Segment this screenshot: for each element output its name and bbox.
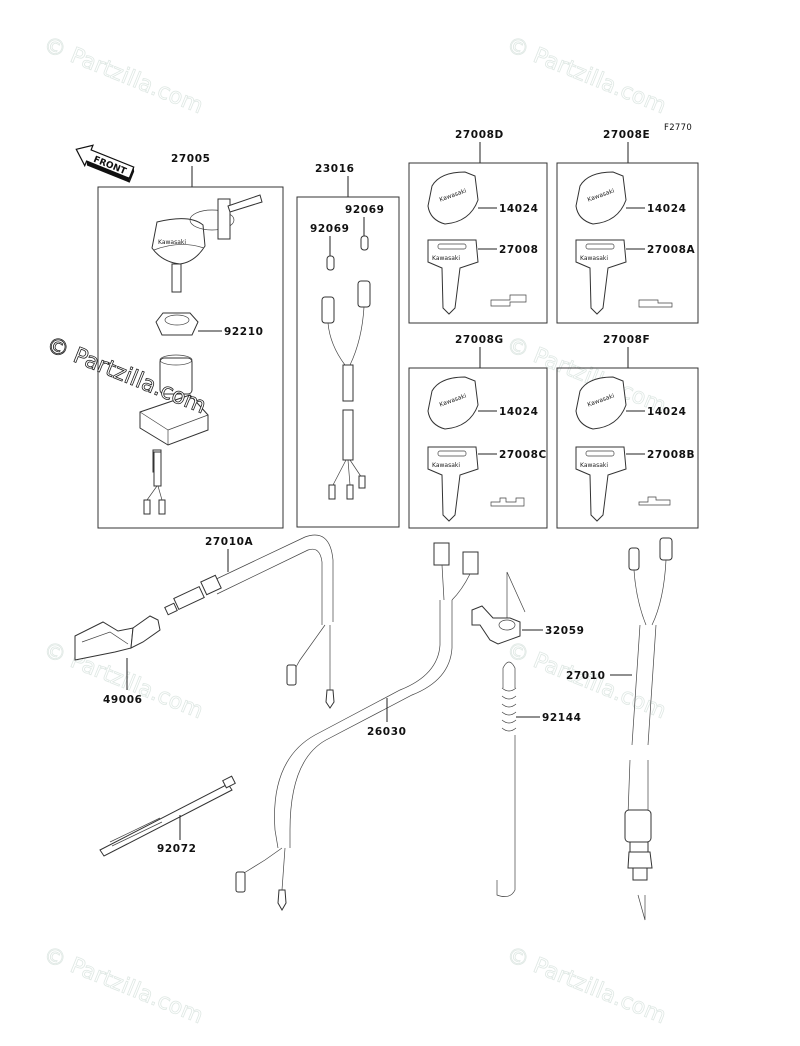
harness-26030-icon (235, 542, 479, 912)
stop-switch-cable-27010A-icon (164, 534, 335, 709)
callout-27010[interactable]: 27010 (566, 670, 606, 682)
key-blank-27008B-icon: Kawasaki (575, 446, 627, 522)
callout-92210[interactable]: 92210 (224, 326, 264, 338)
part-group-27008D: 27008D Kawasaki 14024 Kawasaki 27008 (408, 129, 548, 324)
key-head-14024-icon: Kawasaki (427, 171, 479, 225)
part-group-23016: 23016 92069 92069 (296, 163, 400, 528)
callout-27005[interactable]: 27005 (171, 153, 211, 165)
callout-27008D[interactable]: 27008D (455, 129, 504, 141)
part-group-27010A: 27010A 49006 (74, 534, 335, 709)
part-group-27008F: 27008F Kawasaki 14024 Kawasaki 27008B (556, 334, 699, 529)
callout-27008F[interactable]: 27008F (603, 334, 650, 346)
part-group-32059: 32059 (471, 571, 585, 645)
callout-14024-g[interactable]: 14024 (499, 406, 539, 418)
callout-14024-e[interactable]: 14024 (647, 203, 687, 215)
part-group-27008E: 27008E Kawasaki 14024 Kawasaki 27008A (556, 129, 699, 324)
svg-text:Kawasaki: Kawasaki (432, 255, 460, 262)
callout-92069-upper[interactable]: 92069 (345, 204, 385, 216)
callout-32059[interactable]: 32059 (545, 625, 585, 637)
spring-92144-icon (496, 661, 517, 897)
key-head-14024-icon: Kawasaki (427, 376, 479, 430)
sub-harness-23016-icon (321, 280, 371, 500)
part-group-27010: 27010 (566, 537, 673, 921)
svg-text:Kawasaki: Kawasaki (432, 462, 460, 469)
watermark: © Partzilla.com (40, 942, 207, 1029)
callout-14024-f[interactable]: 14024 (647, 406, 687, 418)
brand-label: Kawasaki (158, 239, 186, 246)
callout-27008[interactable]: 27008 (499, 244, 539, 256)
stop-switch-27010-icon (624, 537, 673, 921)
cap-49006-icon (74, 615, 161, 661)
part-group-26030: 26030 (235, 542, 479, 912)
callout-27008A[interactable]: 27008A (647, 244, 696, 256)
part-group-27008G: 27008G Kawasaki 14024 Kawasaki 27008C (408, 334, 548, 529)
watermark: © Partzilla.com (503, 32, 670, 119)
callout-27008E[interactable]: 27008E (603, 129, 650, 141)
key-blank-27008-icon: Kawasaki (427, 239, 479, 315)
front-arrow-icon: FRONT (75, 144, 135, 183)
key-blank-27008C-icon: Kawasaki (427, 446, 479, 522)
callout-27010A[interactable]: 27010A (205, 536, 254, 548)
figure-code: F2770 (664, 123, 692, 133)
callout-92069-lower[interactable]: 92069 (310, 223, 350, 235)
key-blank-27008A-icon: Kawasaki (575, 239, 627, 315)
callout-27008G[interactable]: 27008G (455, 334, 504, 346)
watermark: © Partzilla.com (40, 32, 207, 119)
part-group-92144: 92144 (496, 661, 582, 897)
callout-92072[interactable]: 92072 (157, 843, 197, 855)
callout-49006[interactable]: 49006 (103, 694, 143, 706)
key-head-14024-icon: Kawasaki (575, 376, 627, 430)
callout-26030[interactable]: 26030 (367, 726, 407, 738)
callout-27008B[interactable]: 27008B (647, 449, 695, 461)
callout-92144[interactable]: 92144 (542, 712, 582, 724)
part-group-27005: 27005 Kawasaki 92210 (97, 153, 284, 529)
callout-14024-d[interactable]: 14024 (499, 203, 539, 215)
key-head-14024-icon: Kawasaki (575, 171, 627, 225)
watermarks: © Partzilla.com © Partzilla.com © Partzi… (39, 32, 670, 1030)
callout-27008C[interactable]: 27008C (499, 449, 547, 461)
svg-text:Kawasaki: Kawasaki (580, 462, 608, 469)
ignition-switch-icon (139, 354, 209, 515)
callout-23016[interactable]: 23016 (315, 163, 355, 175)
nut-92210-icon (155, 312, 199, 336)
cable-tie-92072-icon (99, 775, 236, 857)
bracket-32059-icon (471, 605, 521, 645)
ignition-key-icon: Kawasaki (151, 194, 263, 293)
svg-text:Kawasaki: Kawasaki (580, 255, 608, 262)
watermark: © Partzilla.com (503, 942, 670, 1029)
part-group-92072: 92072 (99, 775, 236, 857)
